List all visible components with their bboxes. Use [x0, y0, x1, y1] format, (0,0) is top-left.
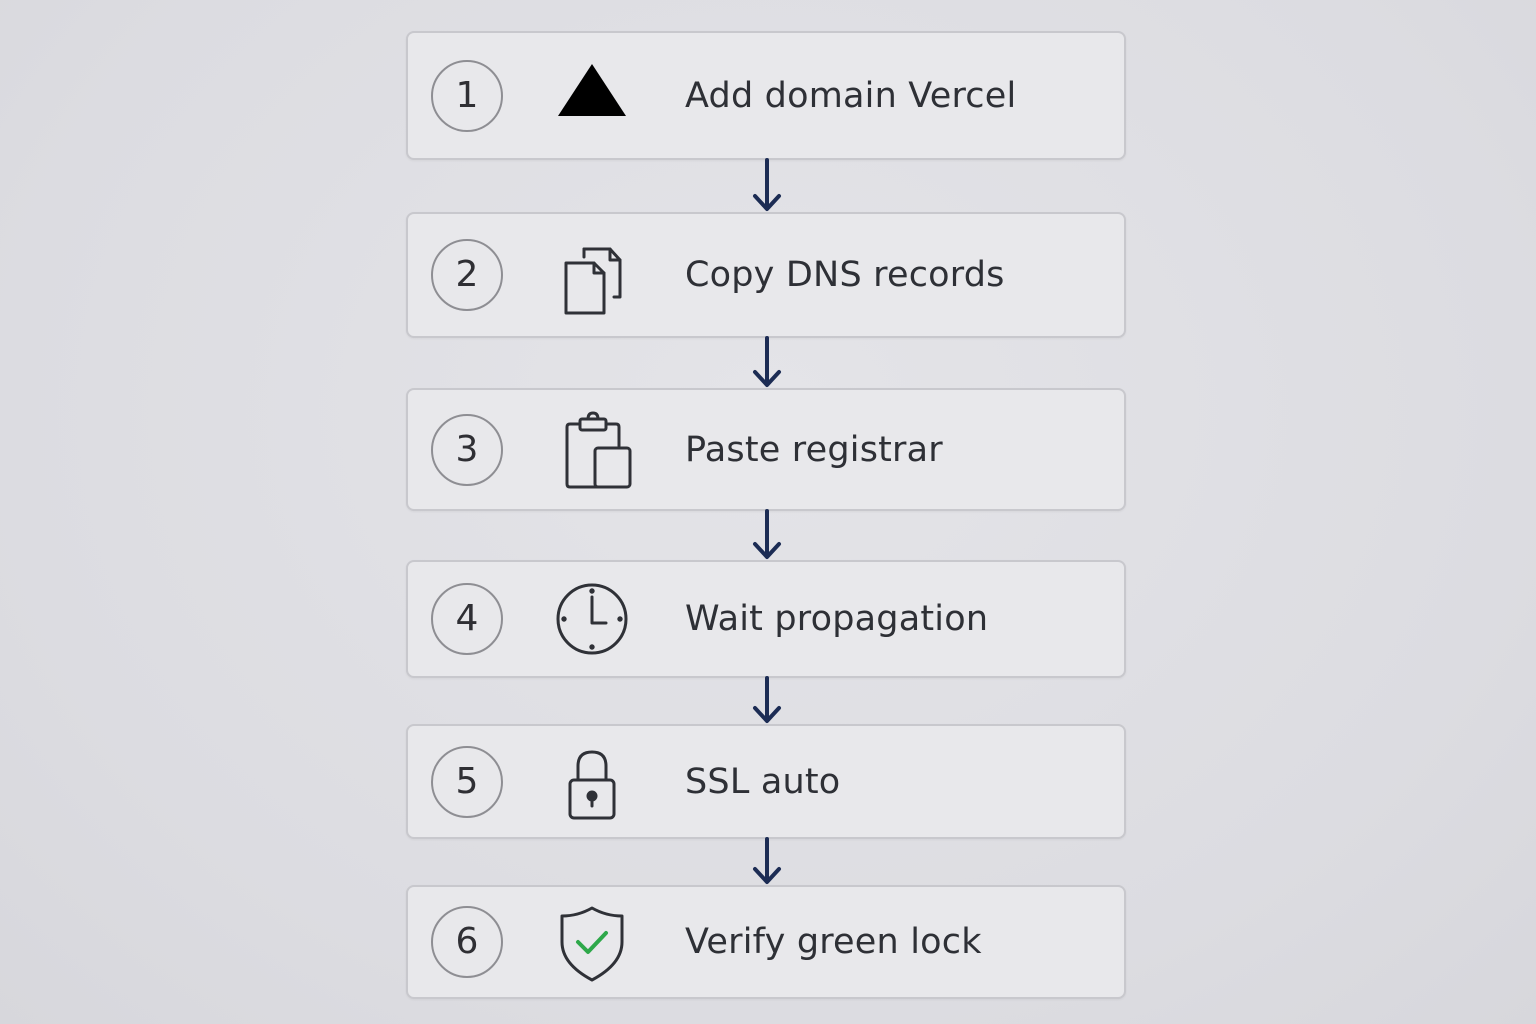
step-label: Wait propagation — [685, 599, 989, 639]
step-label: Paste registrar — [685, 429, 943, 470]
step-number-badge: 6 — [431, 906, 503, 978]
flow-arrow-4 — [751, 676, 783, 726]
vercel-triangle-icon — [552, 56, 632, 136]
flow-arrow-2 — [751, 336, 783, 390]
flow-arrow-3 — [751, 509, 783, 562]
flow-step-2: 2 Copy DNS records — [406, 212, 1126, 338]
flow-arrow-1 — [751, 158, 783, 214]
flow-step-6: 6 Verify green lock — [406, 885, 1126, 999]
padlock-icon — [552, 742, 632, 822]
flow-step-5: 5 SSL auto — [406, 724, 1126, 839]
step-label: SSL auto — [685, 761, 841, 802]
step-number-badge: 3 — [431, 413, 503, 486]
step-label: Add domain Vercel — [685, 75, 1017, 116]
shield-check-icon — [552, 902, 632, 982]
clock-icon — [552, 579, 632, 659]
flow-step-1: 1 Add domain Vercel — [406, 31, 1126, 160]
step-label: Verify green lock — [685, 922, 982, 962]
step-number-badge: 2 — [431, 239, 503, 311]
flow-arrow-5 — [751, 837, 783, 887]
flow-step-4: 4 Wait propagation — [406, 560, 1126, 678]
step-number-badge: 1 — [431, 59, 503, 132]
step-number-badge: 5 — [431, 745, 503, 818]
flow-step-3: 3 Paste registrar — [406, 388, 1126, 511]
step-label: Copy DNS records — [685, 255, 1005, 295]
copy-documents-icon — [552, 235, 632, 315]
clipboard-paste-icon — [552, 410, 632, 490]
step-number-badge: 4 — [431, 583, 503, 655]
